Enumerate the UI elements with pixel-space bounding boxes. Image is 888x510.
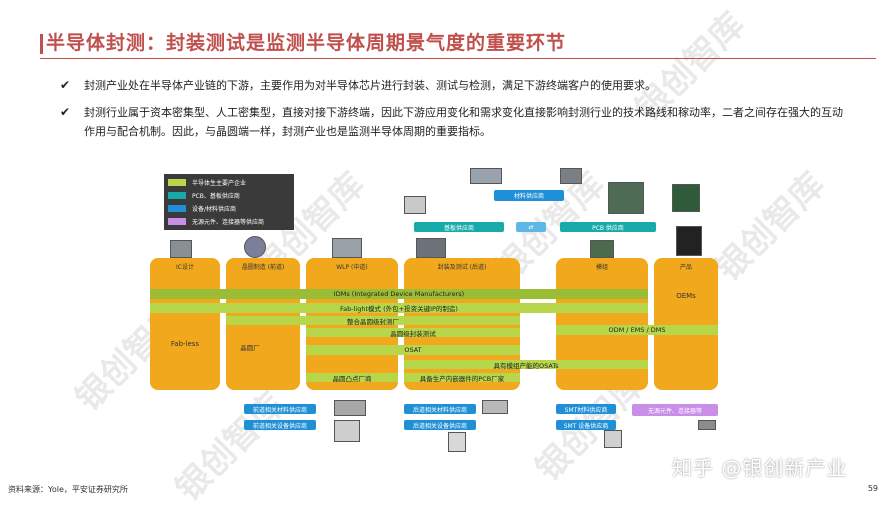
module-icon bbox=[590, 240, 614, 258]
substrate-supplier-box: 基板供应商 bbox=[414, 222, 504, 232]
bar-integrated-wafer-test: 整合晶圆级封测厂 bbox=[226, 316, 520, 326]
stage-module bbox=[556, 258, 648, 390]
legend-item: 设备/材料供应商 bbox=[164, 203, 294, 213]
equipment-image bbox=[482, 400, 508, 414]
title-accent-bar bbox=[40, 34, 43, 54]
product-icon bbox=[676, 226, 702, 256]
checkmark-icon: ✔ bbox=[60, 78, 71, 92]
back-equipment-supplier-box: 后道相关设备供应商 bbox=[404, 420, 476, 430]
legend-item: PCB、基板供应商 bbox=[164, 190, 294, 200]
bullet-item: ✔ 封测产业处在半导体产业链的下游，主要作用为对半导体芯片进行封装、测试与检测，… bbox=[60, 76, 850, 95]
title-divider bbox=[40, 58, 876, 59]
material-image bbox=[470, 168, 502, 184]
checkmark-icon: ✔ bbox=[60, 105, 71, 119]
bar-odm: ODM / EMS / DMS bbox=[556, 325, 718, 335]
bar-pcb-embedded: 具备生产内嵌器件的PCB厂家 bbox=[404, 373, 520, 383]
watermark: 银创智库 bbox=[528, 364, 653, 490]
legend-item: 半导体生主要产企业 bbox=[164, 177, 294, 187]
substrate-image bbox=[404, 196, 426, 214]
fab-label: 晶圆厂 bbox=[240, 344, 260, 352]
bullet-list: ✔ 封测产业处在半导体产业链的下游，主要作用为对半导体芯片进行封装、测试与检测，… bbox=[60, 76, 850, 149]
wlp-icon bbox=[332, 238, 362, 258]
stage-product bbox=[654, 258, 718, 390]
watermark: 银创智库 bbox=[168, 384, 293, 510]
bar-idm: IDMs (Integrated Device Manufacturers) bbox=[150, 289, 648, 299]
watermark: 银创智库 bbox=[488, 164, 613, 290]
bullet-text: 封测行业属于资本密集型、人工密集型，直接对接下游终端，因此下游应用变化和需求变化… bbox=[84, 106, 843, 138]
oems-label: OEMs bbox=[676, 292, 696, 300]
equipment-image bbox=[448, 432, 466, 452]
zhihu-watermark: 知乎 @银创新产业 bbox=[672, 456, 848, 480]
watermark: 银创智库 bbox=[68, 294, 193, 420]
stage-label: 产品 bbox=[679, 264, 692, 271]
watermark: 银创智库 bbox=[708, 164, 833, 290]
chip-icon bbox=[170, 240, 192, 258]
source-note: 资料来源：Yole，平安证券研究所 bbox=[8, 485, 128, 494]
bar-bump: 晶圆凸点厂商 bbox=[306, 373, 398, 383]
page-title: 半导体封测：封装测试是监测半导体周期景气度的重要环节 bbox=[46, 32, 567, 54]
pcb-image bbox=[608, 182, 644, 214]
passive-supplier-box: 无源元件、连接器等 bbox=[632, 404, 718, 416]
equipment-image bbox=[334, 400, 366, 416]
equipment-image bbox=[698, 420, 716, 430]
equipment-image bbox=[334, 420, 360, 442]
bullet-item: ✔ 封测行业属于资本密集型、人工密集型，直接对接下游终端，因此下游应用变化和需求… bbox=[60, 103, 850, 141]
bar-wlp-test: 晶圆级封装测试 bbox=[306, 328, 520, 338]
stage-label: 模组 bbox=[595, 264, 608, 271]
stage-wlp bbox=[306, 258, 398, 390]
pcb-image bbox=[672, 184, 700, 212]
back-material-supplier-box: 后道相关材料供应商 bbox=[404, 404, 476, 414]
stage-packaging-test bbox=[404, 258, 520, 390]
stage-label: IC设计 bbox=[176, 264, 194, 271]
bar-osat: OSAT bbox=[306, 345, 520, 355]
watermark: 银创智库 bbox=[248, 164, 373, 290]
stage-label: WLP (中道) bbox=[336, 264, 368, 271]
page-number: 59 bbox=[867, 484, 878, 493]
package-icon bbox=[416, 238, 446, 258]
bar-fab-light: Fab-light模式 (外包+投资关键IP的制造) bbox=[150, 303, 648, 313]
bullet-text: 封测产业处在半导体产业链的下游，主要作用为对半导体芯片进行封装、测试与检测，满足… bbox=[84, 79, 656, 92]
